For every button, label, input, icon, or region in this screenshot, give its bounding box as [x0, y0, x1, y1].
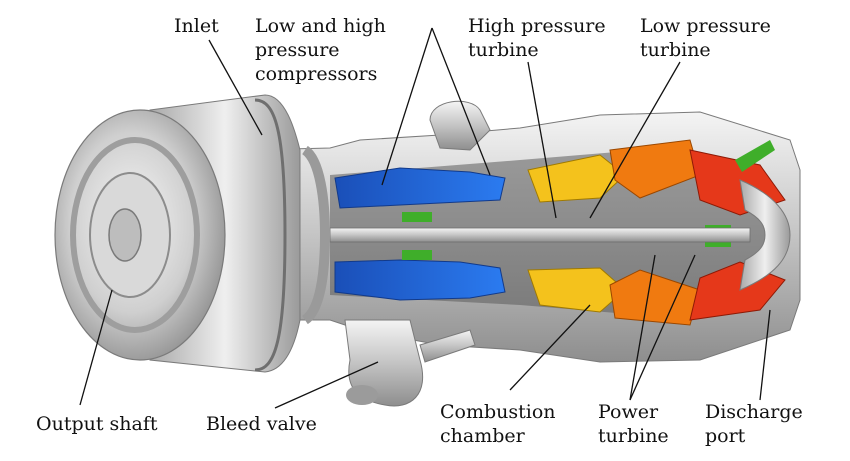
green-part — [402, 250, 432, 260]
label-discharge-line1: Discharge — [705, 401, 803, 423]
label-combustion-line1: Combustion — [440, 401, 556, 423]
green-part — [735, 140, 775, 172]
label-combustion-line2: chamber — [440, 425, 525, 447]
label-output-shaft: Output shaft — [36, 413, 158, 435]
output-shaft-ring — [70, 137, 200, 333]
label-power-turbine-line1: Power — [598, 401, 659, 423]
label-inlet: Inlet — [174, 15, 219, 37]
hp-turbine-upper — [527, 154, 626, 203]
label-power-turbine: Power turbine — [598, 400, 669, 448]
leader-compressor-high — [431, 27, 491, 176]
leader-bleed-valve — [274, 361, 379, 409]
label-compressors-line3: compressors — [255, 63, 378, 85]
compressor-lower — [334, 259, 506, 301]
compressor-upper — [334, 167, 506, 209]
label-discharge: Discharge port — [705, 400, 803, 448]
label-lp-turbine-line1: Low pressure — [640, 15, 771, 37]
discharge-nozzle — [739, 179, 791, 291]
leader-inlet — [208, 39, 263, 136]
label-power-turbine-line2: turbine — [598, 425, 669, 447]
inlet-ring — [254, 98, 287, 372]
central-shaft — [329, 227, 751, 243]
label-compressors-line1: Low and high — [255, 15, 386, 37]
leader-lines — [79, 27, 771, 409]
label-compressors-line2: pressure — [255, 39, 340, 61]
label-lp-turbine-line2: turbine — [640, 39, 711, 61]
label-hp-turbine-line1: High pressure — [468, 15, 606, 37]
label-discharge-line2: port — [705, 425, 746, 447]
green-part — [402, 212, 432, 222]
leader-hp-turbine — [527, 61, 557, 219]
inlet-ring — [301, 145, 331, 325]
leader-discharge — [759, 309, 771, 401]
leader-lp-turbine — [589, 61, 681, 219]
label-combustion: Combustion chamber — [440, 400, 556, 448]
leader-power-turbine-b — [629, 254, 696, 401]
label-hp-turbine-line2: turbine — [468, 39, 539, 61]
leader-compressor-low — [381, 27, 433, 186]
label-hp-turbine: High pressure turbine — [468, 14, 606, 62]
bleed-valve-body — [344, 319, 424, 407]
leader-combustion — [509, 304, 591, 391]
bleed-valve-pipe — [419, 329, 476, 363]
leader-power-turbine-a — [629, 254, 656, 401]
label-lp-turbine: Low pressure turbine — [640, 14, 771, 62]
label-bleed-valve: Bleed valve — [206, 413, 317, 435]
leader-output-shaft — [79, 289, 113, 406]
output-shaft-hub — [108, 208, 142, 262]
bleed-valve-port — [346, 385, 378, 405]
label-compressors: Low and high pressure compressors — [255, 14, 386, 86]
